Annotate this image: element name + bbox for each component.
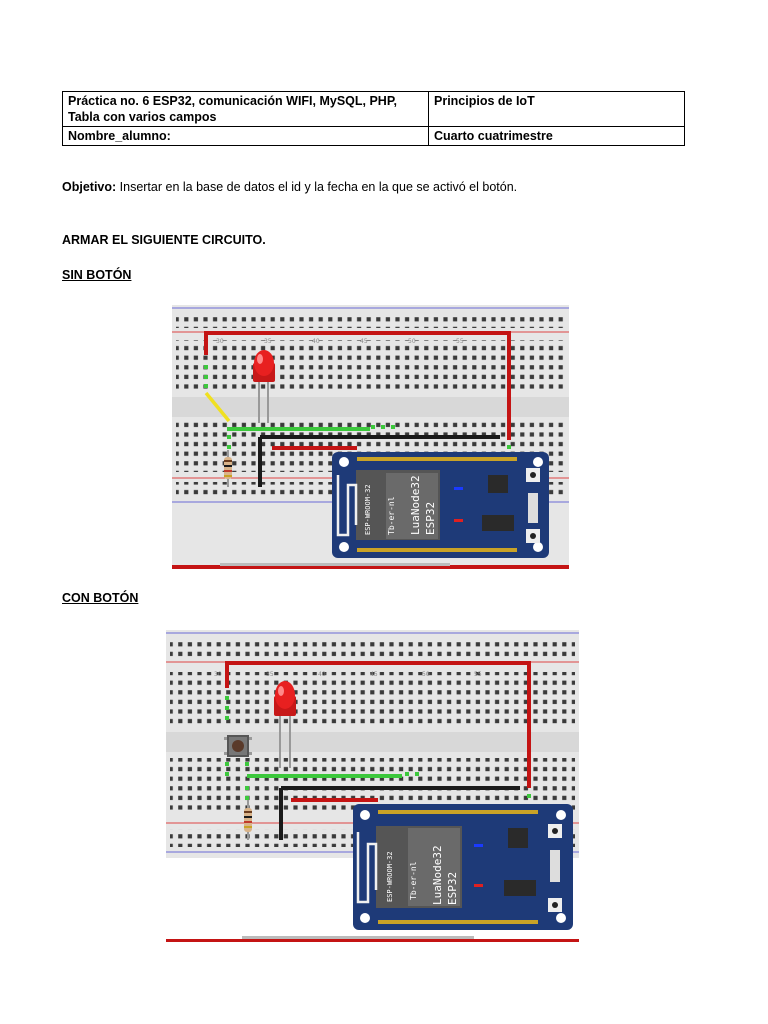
resistor xyxy=(224,450,232,487)
led-red xyxy=(253,350,275,423)
board-text: Tb-er-nl xyxy=(387,496,396,535)
section-heading-without-button: SIN BOTÓN xyxy=(62,268,132,282)
column-number: 45 xyxy=(370,671,378,678)
subject-name: Principios de IoT xyxy=(428,91,685,127)
term-label: Cuarto cuatrimestre xyxy=(428,126,685,146)
power-rail-top xyxy=(170,640,575,657)
objective-text: Insertar en la base de datos el id y la … xyxy=(116,180,518,194)
circuit-diagram-without-button: 30 35 40 45 50 55 xyxy=(172,305,577,575)
esp32-board: ESP-WROOM-32 Tb-er-nl LuaNode32 ESP32 xyxy=(332,452,549,558)
header-row: Nombre_alumno: Cuarto cuatrimestre xyxy=(62,126,685,146)
column-number: 45 xyxy=(360,338,368,345)
column-number: 40 xyxy=(318,671,326,678)
objective-label: Objetivo: xyxy=(62,180,117,194)
section-heading-with-button: CON BOTÓN xyxy=(62,591,139,605)
wire-red-power xyxy=(225,661,531,788)
column-number: 40 xyxy=(312,338,320,345)
assemble-heading: ARMAR EL SIGUIENTE CIRCUITO. xyxy=(62,233,266,247)
header-table: Práctica no. 6 ESP32, comunicación WIFI,… xyxy=(62,91,685,146)
board-text: Tb-er-nl xyxy=(409,861,418,900)
wire-red-power xyxy=(204,331,511,440)
board-name: LuaNode32 xyxy=(431,845,444,905)
power-rail-top xyxy=(176,313,565,328)
student-name-field: Nombre_alumno: xyxy=(62,126,429,146)
wire-yellow xyxy=(204,391,231,423)
led-red xyxy=(274,681,296,768)
column-number: 50 xyxy=(408,338,416,345)
column-number: 30 xyxy=(216,338,224,345)
module-label: ESP-WROOM-32 xyxy=(386,851,394,902)
practice-title: Práctica no. 6 ESP32, comunicación WIFI,… xyxy=(62,91,429,127)
objective-paragraph: Objetivo: Insertar en la base de datos e… xyxy=(62,180,517,194)
terminal-strip-bottom xyxy=(170,758,575,812)
chip-name: ESP32 xyxy=(446,872,459,905)
board-name: LuaNode32 xyxy=(409,475,422,535)
push-button xyxy=(224,735,252,757)
circuit-diagram-with-button: 30 35 40 45 50 55 xyxy=(166,630,582,948)
column-number: 55 xyxy=(474,671,482,678)
resistor xyxy=(244,800,252,840)
column-number: 55 xyxy=(456,338,464,345)
column-number: 35 xyxy=(264,338,272,345)
esp32-board: ESP-WROOM-32 Tb-er-nl LuaNode32 ESP32 xyxy=(353,804,573,930)
chip-name: ESP32 xyxy=(424,502,437,535)
terminal-strip-top xyxy=(170,672,575,725)
module-label: ESP-WROOM-32 xyxy=(364,484,372,535)
column-number: 35 xyxy=(266,671,274,678)
column-number: 30 xyxy=(214,671,222,678)
column-number: 50 xyxy=(422,671,430,678)
terminal-strip-top xyxy=(176,340,565,390)
header-row: Práctica no. 6 ESP32, comunicación WIFI,… xyxy=(62,91,685,127)
